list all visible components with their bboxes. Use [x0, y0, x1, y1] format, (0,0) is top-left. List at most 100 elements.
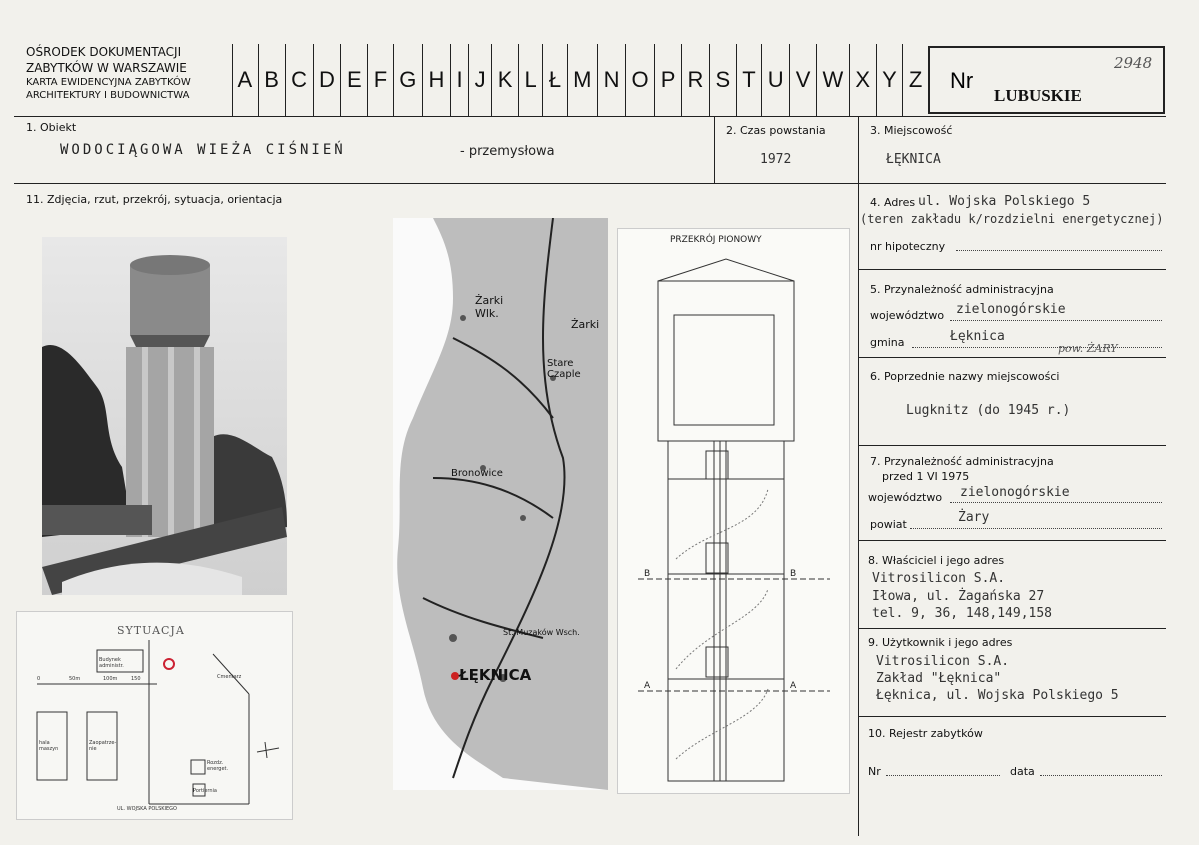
field6-label: 6. Poprzednie nazwy miejscowości	[870, 370, 1060, 383]
address-line1: ul. Wojska Polskiego 5	[918, 194, 1091, 209]
section-mark-b-right: B	[790, 569, 797, 579]
field7-label: 7. Przynależność administracyjna	[870, 455, 1054, 468]
index-letter: X	[850, 44, 877, 116]
index-letter: Z	[908, 67, 923, 92]
field5-voivodeship-label: województwo	[870, 309, 945, 322]
owner-line2: Iłowa, ul. Żagańska 27	[872, 589, 1045, 604]
register-nr-line	[886, 775, 1000, 776]
index-letter: O	[626, 44, 656, 116]
previous-names: Lugknitz (do 1945 r.)	[906, 403, 1071, 418]
field5-voivodeship: zielonogórskie	[956, 302, 1066, 317]
institution-line4: ARCHITEKTURY I BUDOWNICTWA	[26, 90, 190, 101]
commune-line	[912, 347, 1162, 348]
nr-value: 2948	[1114, 54, 1153, 72]
field9-label: 9. Użytkownik i jego adres	[868, 636, 1013, 649]
section-title: PRZEKRÓJ PIONOWY	[670, 235, 762, 245]
register-date-line	[1040, 775, 1162, 776]
commune-value: Łęknica	[950, 329, 1005, 344]
district-value: Żary	[958, 510, 990, 525]
index-letter: T	[737, 44, 763, 116]
region: LUBUSKIE	[994, 86, 1082, 105]
section-mark-a-right: A	[790, 681, 797, 691]
construction-date: 1972	[760, 152, 792, 167]
letters-left-border	[232, 44, 233, 116]
nr-box: Nr 2948 LUBUSKIE	[928, 46, 1165, 114]
orientation-map-drawing	[397, 218, 608, 790]
owner-line3: tel. 9, 36, 148,149,158	[872, 606, 1053, 621]
district-label: powiat	[870, 518, 907, 531]
index-letter: B	[259, 44, 286, 116]
institution-line3: KARTA EWIDENCYJNA ZABYTKÓW	[26, 77, 191, 88]
vertical-section-drawing	[638, 258, 830, 782]
field7-voivodeship-label: województwo	[868, 491, 943, 504]
district-line	[910, 528, 1162, 529]
divider-7-8	[858, 540, 1166, 541]
index-letter: I	[451, 44, 470, 116]
divider-4-5	[858, 269, 1166, 270]
field1-label: 1. Obiekt	[26, 121, 77, 134]
index-letter: U	[762, 44, 791, 116]
right-column-divider	[858, 116, 859, 836]
scale-0: 0	[37, 676, 41, 682]
index-letter: S	[710, 44, 737, 116]
field10-label: 10. Rejestr zabytków	[868, 727, 983, 740]
register-date-label: data	[1010, 765, 1035, 778]
scale-100: 100m	[103, 676, 118, 682]
nr-label: Nr	[950, 68, 974, 93]
county-note: pow. ŻARY	[1058, 342, 1118, 355]
field4-label: 4. Adres	[870, 196, 916, 209]
tower-photo	[42, 237, 287, 595]
index-letter: Ł	[543, 44, 568, 116]
vertical-section: PRZEKRÓJ PIONOWY B B A A	[617, 228, 850, 794]
locality: ŁĘKNICA	[886, 152, 941, 167]
divider-5-6	[858, 357, 1166, 358]
index-letter: K	[492, 44, 519, 116]
map-label-muzakow: St. Muzaków Wsch.	[503, 628, 580, 637]
institution-block: OŚRODEK DOKUMENTACJI ZABYTKÓW W WARSZAWI…	[26, 44, 226, 102]
divider-1-2	[714, 116, 715, 184]
institution-line1: OŚRODEK DOKUMENTACJI	[26, 45, 182, 59]
index-letter: W	[817, 44, 850, 116]
field7-sublabel: przed 1 VI 1975	[882, 470, 970, 483]
map-label-bronowice: Bronowice	[451, 468, 503, 479]
object-name: WODOCIĄGOWA WIEŻA CIŚNIEŃ	[60, 142, 346, 158]
owner-line1: Vitrosilicon S.A.	[872, 571, 1006, 586]
index-letter: N	[598, 44, 627, 116]
index-letter: J	[469, 44, 493, 116]
index-letter: Y	[877, 44, 904, 116]
field5-label: 5. Przynależność administracyjna	[870, 283, 1054, 296]
section-mark-a-left: A	[644, 681, 651, 691]
divider-8-9	[858, 628, 1166, 629]
situation-plan-drawing	[36, 640, 280, 805]
register-nr-label: Nr	[868, 765, 881, 778]
scale-150: 150	[131, 676, 141, 682]
index-letter: E	[341, 44, 369, 116]
institution-line2: ZABYTKÓW W WARSZAWIE	[26, 61, 187, 75]
index-letter: A	[232, 44, 259, 116]
index-letter: V	[790, 44, 817, 116]
index-letter: D	[314, 44, 342, 116]
scale-50: 50m	[69, 676, 81, 682]
field3-label: 3. Miejscowość	[870, 124, 953, 137]
divider-9-10	[858, 716, 1166, 717]
commune-label: gmina	[870, 336, 905, 349]
section-mark-b-left: B	[644, 569, 651, 579]
field5-voivodeship-line	[950, 320, 1162, 321]
field8-label: 8. Właściciel i jego adres	[868, 554, 1005, 567]
address-line2: (teren zakładu k/rozdzielni energetyczne…	[860, 212, 1164, 226]
situation-title: SYTUACJA	[117, 624, 185, 637]
index-letter: G	[394, 44, 423, 116]
map-label-leknica: ŁĘKNICA	[459, 666, 532, 684]
situation-gatehouse: Portiernia	[193, 788, 217, 794]
index-letter: F	[368, 44, 394, 116]
field7-voivodeship: zielonogórskie	[960, 485, 1070, 500]
situation-cemetery: Cmentarz	[217, 674, 242, 680]
map-label-zarki: Żarki	[571, 318, 600, 331]
